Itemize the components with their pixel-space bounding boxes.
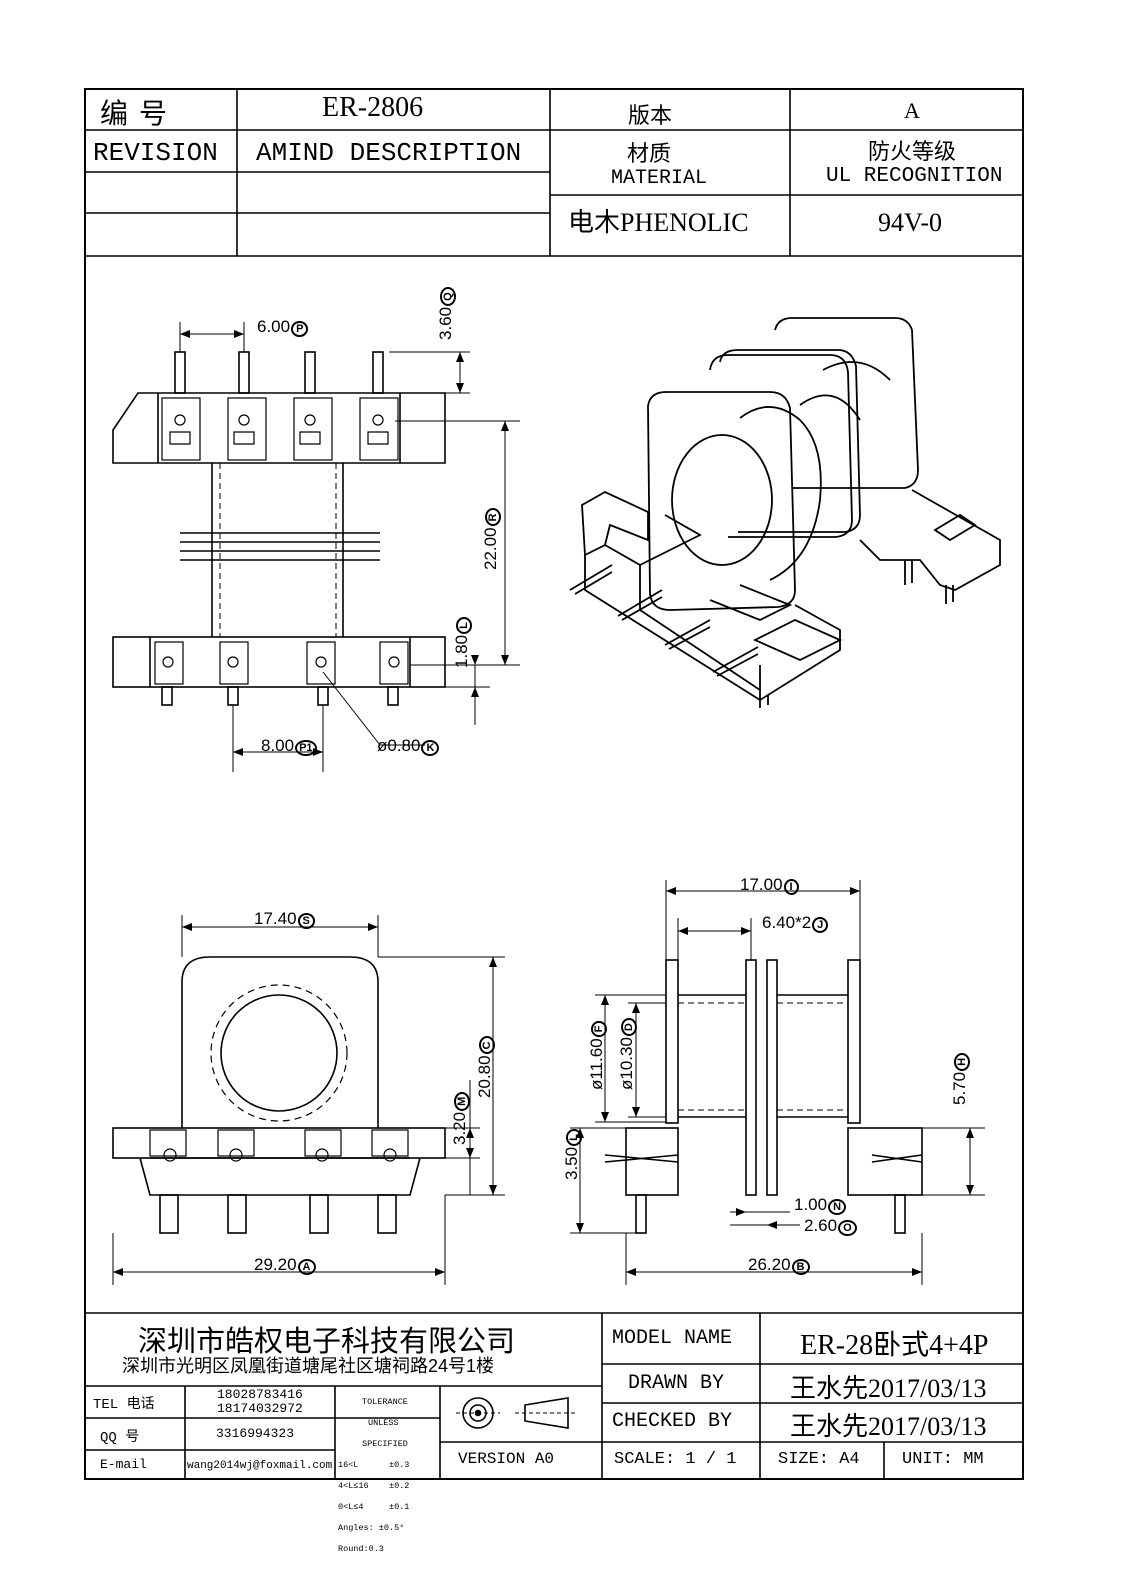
dim-pin-height: 3.50L [562, 1129, 582, 1180]
revision-label: REVISION [93, 138, 218, 168]
tag-j: J [812, 917, 829, 933]
size-label: SIZE: A4 [778, 1450, 860, 1469]
ul-label-en: UL RECOGNITION [826, 165, 1003, 188]
company-address: 深圳市光明区凤凰街道塘尾社区塘祠路24号1楼 [122, 1356, 495, 1376]
tag-s: S [297, 913, 315, 929]
version-value: A [904, 98, 920, 123]
tag-p1: P1 [295, 740, 317, 756]
dim-pin-offset: 1.80L [452, 617, 472, 668]
tag-l: L [456, 617, 472, 634]
tolerance-line: 4<L≤16 ±0.2 [338, 1480, 410, 1491]
qq-value: 3316994323 [216, 1426, 295, 1441]
tag-b: B [791, 1259, 810, 1275]
dim-outer-dia: ø11.60F [587, 1020, 607, 1090]
tag-a: A [297, 1259, 316, 1275]
model-value: ER-28卧式4+4P [800, 1330, 989, 1361]
version-a0: VERSION A0 [458, 1450, 555, 1468]
ul-value: 94V-0 [878, 208, 943, 237]
drawn-label: DRAWN BY [628, 1372, 725, 1395]
tag-o: O [838, 1220, 857, 1236]
tag-m: M [454, 1091, 470, 1111]
checked-value: 王水先2017/03/13 [790, 1412, 987, 1441]
email-label: E-mail [100, 1457, 147, 1472]
company-name: 深圳市皓权电子科技有限公司 [138, 1326, 516, 1358]
tolerance-line: Round:0.3 [338, 1543, 384, 1554]
qq-label: QQ 号 [100, 1430, 140, 1446]
code-value: ER-2806 [322, 92, 424, 123]
dim-inner-dia: ø10.30D [617, 1018, 637, 1090]
scale-label: SCALE: 1 / 1 [614, 1450, 737, 1469]
amind-label: AMIND DESCRIPTION [256, 138, 522, 168]
code-label: 编 号 [100, 99, 170, 130]
tolerance-line: SPECIFIED [362, 1438, 408, 1449]
tel-1: 18028783416 [217, 1387, 303, 1402]
tag-p: P [291, 321, 309, 337]
version-label: 版本 [628, 103, 673, 128]
tag-l2: L [566, 1129, 582, 1146]
dim-offset: 5.70H [950, 1052, 970, 1105]
tag-k: K [421, 740, 440, 756]
tag-r: R [485, 508, 501, 527]
ul-label-cn: 防火等级 [868, 139, 957, 164]
email-value: wang2014wj@foxmail.com [187, 1460, 333, 1472]
dim-pin-len: 3.60Q [436, 287, 456, 340]
dim-total-height: 20.80C [475, 1036, 495, 1098]
material-label-en: MATERIAL [611, 167, 708, 190]
unit-label: UNIT: MM [902, 1450, 984, 1469]
tag-c: C [479, 1036, 495, 1055]
model-label: MODEL NAME [612, 1327, 733, 1350]
tag-n: N [828, 1199, 847, 1215]
material-label-cn: 材质 [627, 141, 672, 166]
dim-base-height: 3.20M [450, 1091, 470, 1145]
tolerance-line: UNLESS [368, 1417, 399, 1428]
tel-label: TEL 电话 [93, 1397, 155, 1413]
checked-label: CHECKED BY [612, 1410, 733, 1433]
tag-h: H [954, 1052, 970, 1071]
material-value: 电木PHENOLIC [568, 208, 749, 237]
dim-height: 22.00R [481, 508, 501, 570]
tolerance-line: 16<L ±0.3 [338, 1459, 410, 1470]
tel-2: 18174032972 [217, 1401, 303, 1416]
tolerance-table: TOLERANCE UNLESS SPECIFIED 16<L ±0.3 4<L… [338, 1386, 409, 1565]
tolerance-line: TOLERANCE [362, 1396, 408, 1407]
drawing-frame [84, 88, 1024, 1480]
tag-f: F [591, 1020, 607, 1038]
drawn-value: 王水先2017/03/13 [790, 1374, 987, 1403]
tag-q: Q [440, 287, 456, 306]
tag-d: D [621, 1018, 637, 1037]
tag-i: I [783, 879, 799, 895]
tolerance-line: 0<L≤4 ±0.1 [338, 1501, 410, 1512]
tolerance-line: Angles: ±0.5° [338, 1522, 405, 1533]
